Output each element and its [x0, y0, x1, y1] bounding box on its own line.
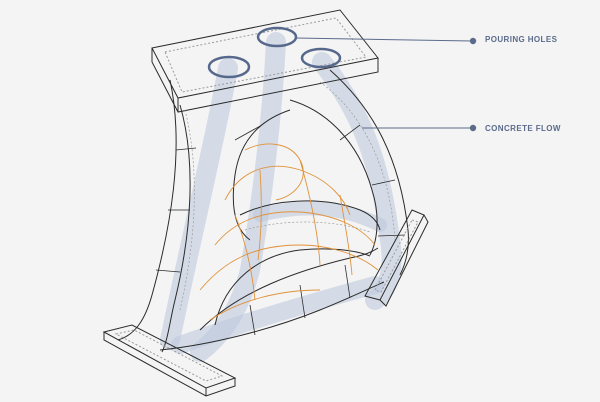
top-plate — [151, 9, 379, 113]
lower-ring-outer — [159, 281, 385, 351]
struct-3 — [214, 211, 376, 246]
division-7 — [249, 304, 256, 336]
struct-6 — [257, 169, 262, 261]
concrete-flow-label: CONCRETE FLOW — [485, 124, 561, 133]
division-5 — [371, 179, 396, 186]
struct-8 — [234, 214, 256, 301]
structure-lines — [199, 143, 379, 321]
division-3 — [155, 269, 181, 273]
callout-leaders — [295, 37, 477, 132]
struct-4 — [199, 244, 379, 291]
division-4 — [339, 124, 361, 141]
base-right-side — [379, 214, 429, 307]
detail-edge-right — [319, 81, 396, 241]
base-left-dashed — [114, 329, 224, 382]
bottom-arc — [214, 248, 371, 326]
base-plate-right — [364, 209, 429, 307]
surface-divisions — [155, 124, 406, 336]
division-9 — [344, 264, 351, 299]
struct-7 — [299, 159, 321, 266]
right-arm-inner — [289, 99, 378, 256]
pouring-hole-left — [207, 55, 251, 79]
division-6 — [377, 234, 406, 237]
right-arm-outer — [329, 69, 409, 276]
struct-2 — [224, 165, 351, 216]
struct-1 — [244, 143, 304, 201]
left-leg-inner — [161, 104, 191, 353]
base-right-dashed — [374, 219, 419, 293]
left-leg-outer — [117, 79, 177, 341]
base-plate-left — [102, 324, 237, 397]
flow-band-right — [312, 52, 402, 310]
center-rim — [239, 200, 381, 231]
flow-band-lower — [171, 276, 384, 354]
flow-band-left — [160, 58, 238, 350]
pouring-hole-right — [300, 47, 342, 69]
flow-band-cross — [253, 201, 387, 232]
lower-ring-inner — [199, 247, 379, 331]
top-plate-inner-dashed — [164, 17, 367, 93]
division-10 — [234, 124, 263, 141]
concrete-flow-bands — [160, 32, 402, 362]
leader-pouring-holes-dot — [469, 37, 477, 45]
struct-5 — [209, 289, 321, 321]
struct-9 — [339, 194, 353, 276]
pouring-holes-label: POURING HOLES — [485, 35, 558, 44]
detail-edge-left — [179, 109, 195, 311]
division-1 — [175, 147, 197, 151]
leader-concrete-flow-dot — [469, 124, 477, 132]
leader-pouring-holes — [295, 37, 473, 42]
pouring-holes — [207, 26, 342, 79]
pouring-hole-center — [256, 26, 298, 48]
